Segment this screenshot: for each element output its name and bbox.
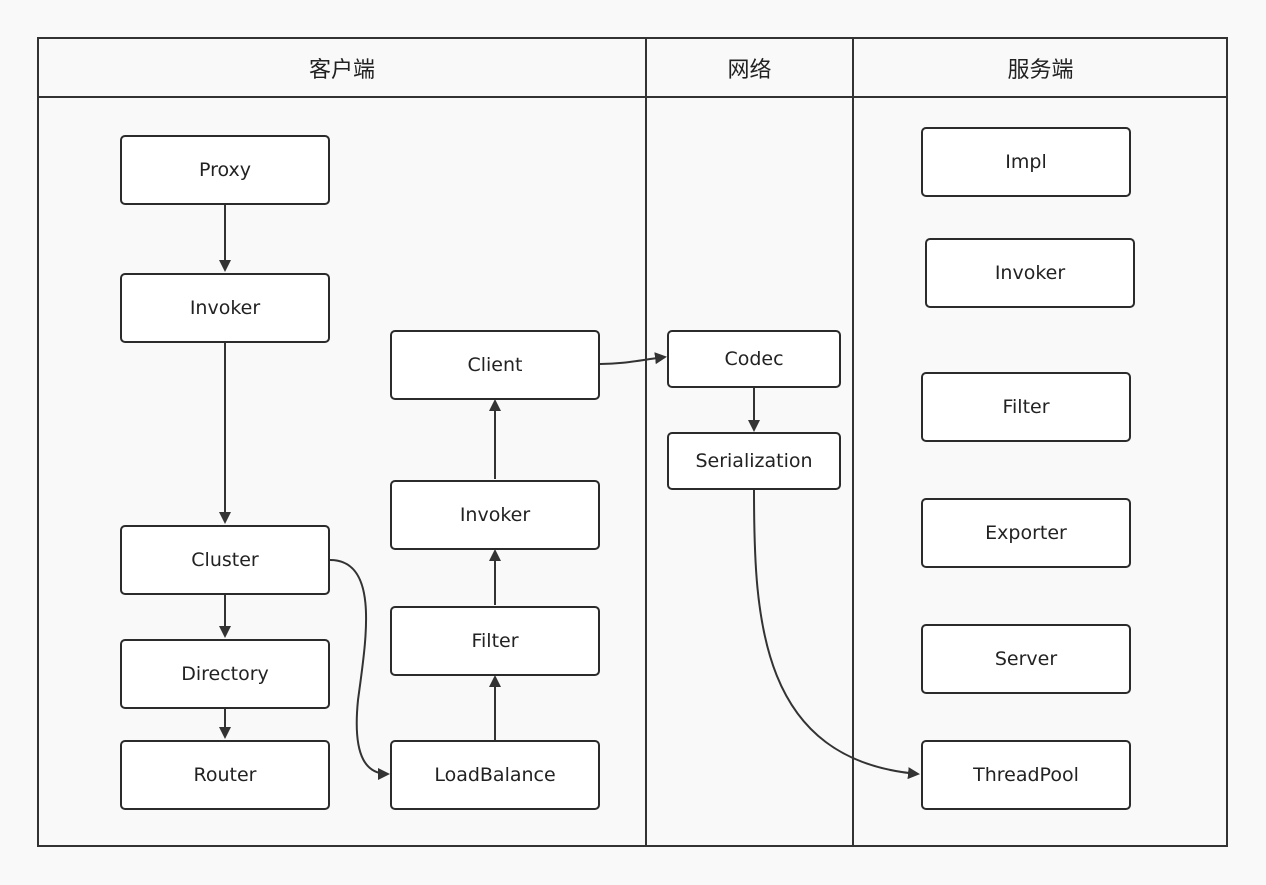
node-server-invoker: Invoker <box>925 238 1135 308</box>
node-server: Server <box>921 624 1131 694</box>
diagram-frame <box>37 37 1228 847</box>
node-client-filter: Filter <box>390 606 600 676</box>
node-impl: Impl <box>921 127 1131 197</box>
node-codec: Codec <box>667 330 841 388</box>
node-server-filter: Filter <box>921 372 1131 442</box>
node-serialization: Serialization <box>667 432 841 490</box>
node-threadpool: ThreadPool <box>921 740 1131 810</box>
arrow-serialization-to-threadpool <box>753 489 920 780</box>
arrow-client-to-codec <box>599 352 667 365</box>
node-cluster: Cluster <box>120 525 330 595</box>
node-client-filter-invoker: Invoker <box>390 480 600 550</box>
node-router: Router <box>120 740 330 810</box>
node-loadbalance: LoadBalance <box>390 740 600 810</box>
arrow-cluster-to-loadbalance <box>329 559 390 780</box>
node-client-invoker: Invoker <box>120 273 330 343</box>
lane-title-client: 客户端 <box>308 57 375 83</box>
node-exporter: Exporter <box>921 498 1131 568</box>
node-client: Client <box>390 330 600 400</box>
node-directory: Directory <box>120 639 330 709</box>
node-proxy: Proxy <box>120 135 330 205</box>
lane-title-network: 网络 <box>727 57 772 83</box>
lane-title-server: 服务端 <box>1007 57 1074 83</box>
